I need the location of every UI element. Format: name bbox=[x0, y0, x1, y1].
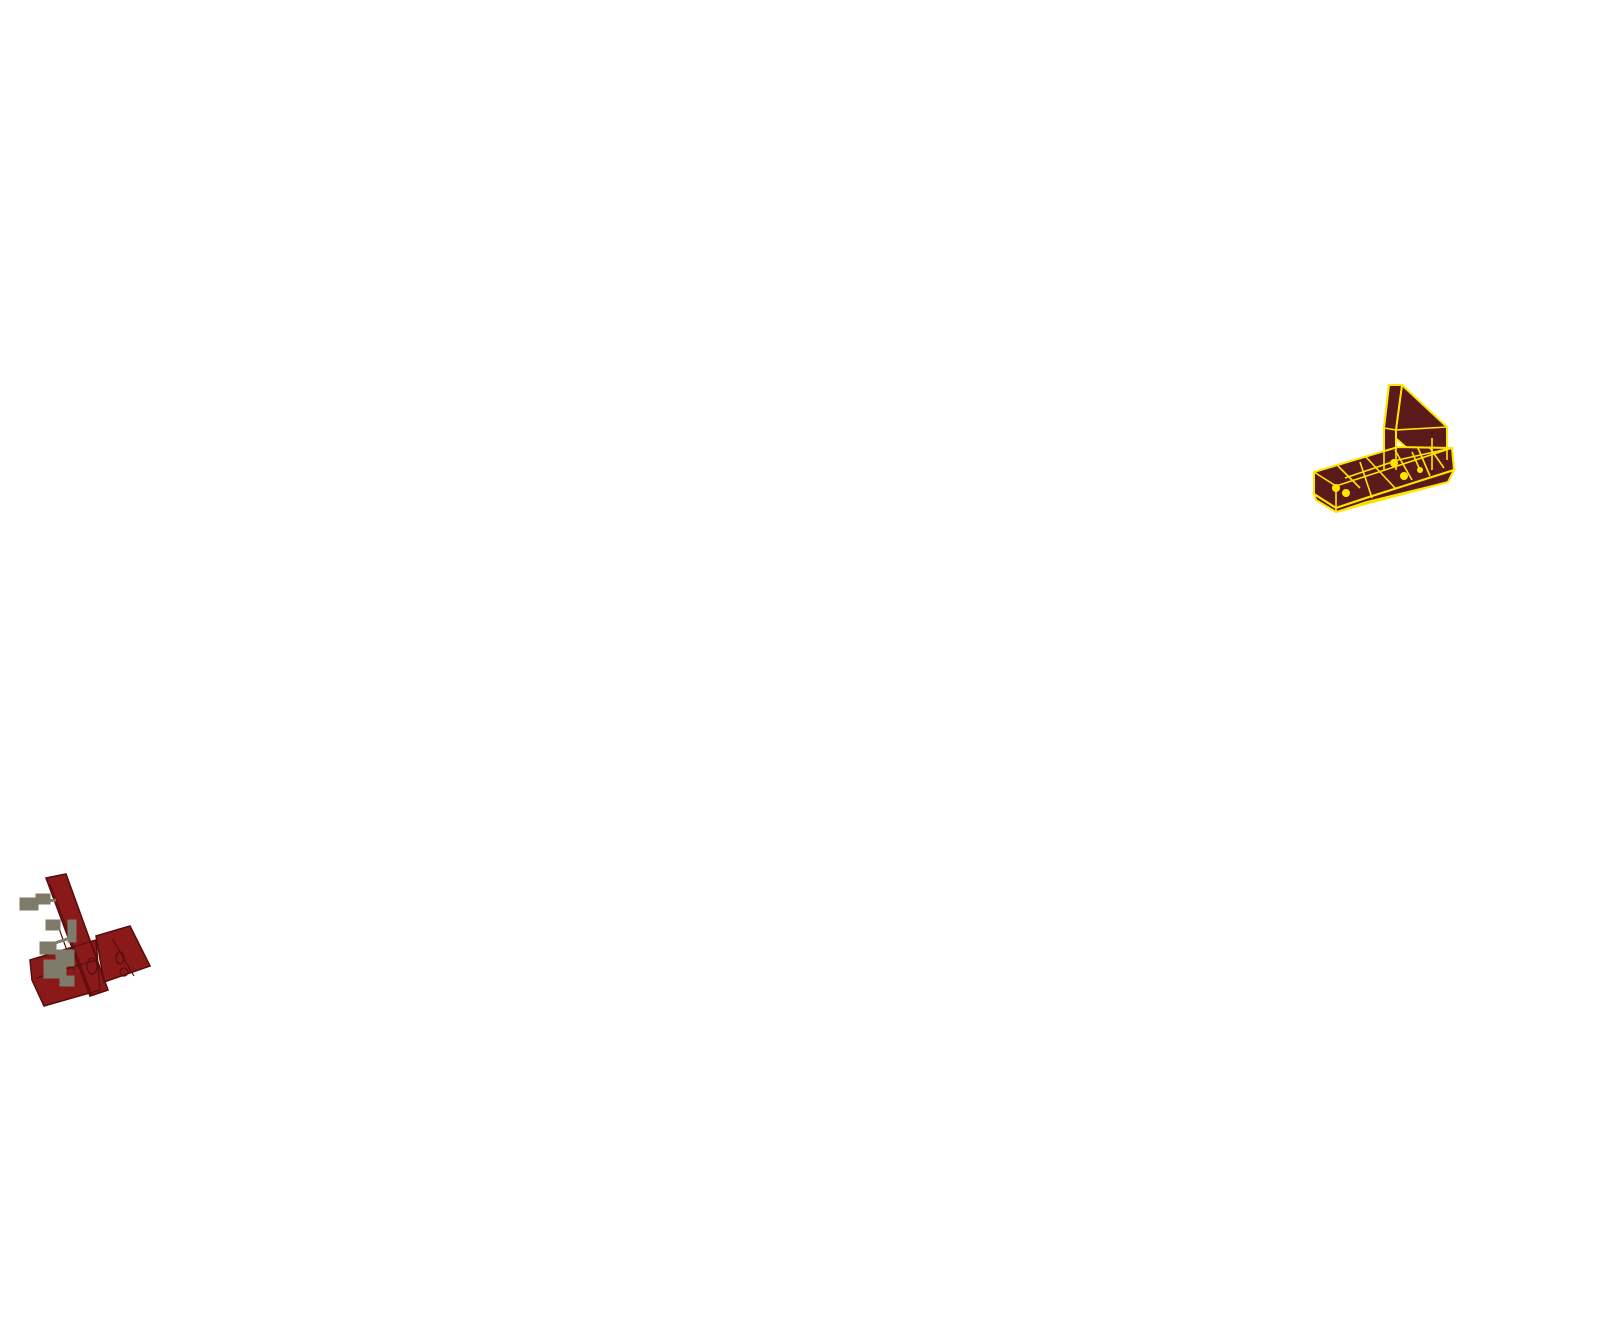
fixture-assembly[interactable] bbox=[19, 873, 152, 1007]
bracket-pins bbox=[1332, 459, 1423, 497]
assembly-hardware bbox=[19, 893, 77, 987]
selected-bracket-part[interactable] bbox=[1312, 384, 1456, 514]
